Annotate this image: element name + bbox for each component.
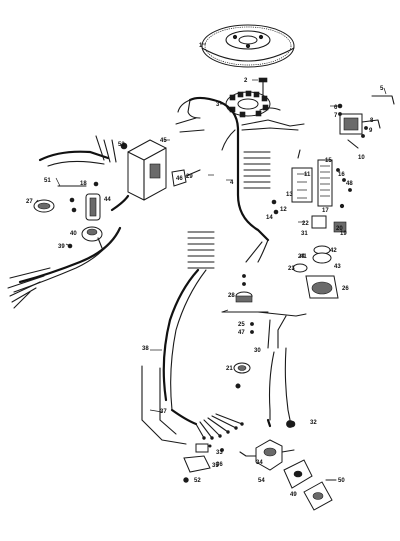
callout-23: 23 — [288, 266, 295, 272]
terminal-block — [271, 149, 352, 233]
callout-25: 25 — [238, 322, 245, 328]
callout-44: 44 — [104, 197, 111, 203]
callout-22: 22 — [302, 221, 309, 227]
callout-47: 47 — [238, 330, 245, 336]
callout-18: 18 — [80, 181, 87, 187]
callout-12: 12 — [280, 207, 287, 213]
switch-cover-plate — [283, 459, 337, 511]
callout-16: 16 — [338, 172, 345, 178]
callout-1: 1 — [199, 43, 203, 49]
callout-54: 54 — [258, 478, 265, 484]
shift-switch-lead — [221, 311, 269, 334]
ignition-coil — [33, 135, 130, 221]
ignition-key-switch — [239, 420, 295, 471]
primary-coil — [7, 226, 122, 309]
callout-45: 45 — [160, 138, 167, 144]
flywheel — [201, 24, 295, 68]
rectifier-assembly — [337, 95, 395, 149]
callout-24: 24 — [298, 254, 305, 260]
callout-48: 48 — [346, 181, 353, 187]
switch-box — [120, 117, 205, 201]
callout-28: 28 — [228, 293, 235, 299]
flywheel-bolt — [258, 77, 268, 97]
callout-53: 53 — [118, 142, 125, 148]
callout-32: 32 — [310, 420, 317, 426]
callout-49: 49 — [290, 492, 297, 498]
callout-41: 41 — [300, 254, 307, 260]
extension-harness — [266, 319, 296, 428]
callout-15: 15 — [325, 158, 332, 164]
callout-5: 5 — [380, 86, 384, 92]
callout-27: 27 — [26, 199, 33, 205]
callout-39: 39 — [58, 244, 65, 250]
fuse-holder — [235, 274, 253, 303]
callout-30: 30 — [254, 348, 261, 354]
callout-29: 29 — [186, 174, 193, 180]
callout-31: 31 — [301, 231, 308, 237]
callout-43: 43 — [334, 264, 341, 270]
harness-fanout — [170, 408, 244, 452]
callout-7: 7 — [334, 113, 338, 119]
callout-21: 21 — [226, 366, 233, 372]
callout-13: 13 — [286, 192, 293, 198]
callout-36: 36 — [216, 462, 223, 468]
callout-3: 3 — [216, 102, 220, 108]
callout-51: 51 — [44, 178, 51, 184]
callout-14: 14 — [266, 215, 273, 221]
leader-lines — [35, 43, 387, 413]
callout-35: 35 — [212, 463, 219, 469]
callout-52: 52 — [194, 478, 201, 484]
callout-labels: 1 2 3 4 5 6 7 8 9 10 11 12 13 14 15 16 1… — [26, 43, 384, 498]
callout-2: 2 — [244, 78, 248, 84]
callout-46: 46 — [176, 176, 183, 182]
connector-bundle — [162, 231, 215, 411]
callout-6: 6 — [334, 105, 338, 111]
callout-26: 26 — [342, 286, 349, 292]
main-wiring-harness — [177, 96, 305, 263]
callout-11: 11 — [304, 172, 311, 178]
callout-10: 10 — [358, 155, 365, 161]
small-clip-parts — [233, 362, 251, 389]
callout-40: 40 — [70, 231, 77, 237]
callout-20: 20 — [336, 226, 343, 232]
callout-17: 17 — [322, 208, 329, 214]
callout-37: 37 — [160, 409, 167, 415]
callout-33: 33 — [216, 450, 223, 456]
callout-34: 34 — [256, 460, 263, 466]
callout-50: 50 — [338, 478, 345, 484]
callout-9: 9 — [369, 128, 373, 134]
callout-42: 42 — [330, 248, 337, 254]
stator-coil — [225, 90, 271, 118]
callout-19: 19 — [340, 231, 347, 237]
starter-solenoid — [257, 245, 339, 349]
callout-38: 38 — [142, 346, 149, 352]
neutral-safety-switch — [183, 443, 212, 483]
callout-4: 4 — [230, 180, 234, 186]
callout-8: 8 — [370, 118, 374, 124]
